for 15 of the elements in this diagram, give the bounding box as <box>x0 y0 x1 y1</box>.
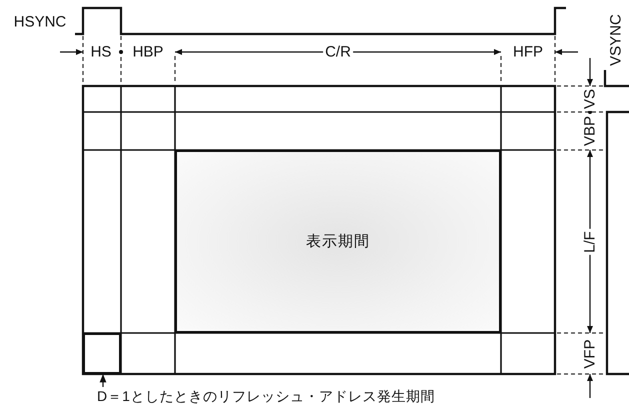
timing-label: HS <box>90 44 112 60</box>
timing-label: HBP <box>132 44 164 60</box>
note-text: D＝1としたときのリフレッシュ・アドレス発生期間 <box>97 388 435 406</box>
timing-label: VBP <box>582 114 598 148</box>
timing-label: HSYNC <box>12 14 68 30</box>
frame-cell <box>83 333 121 374</box>
timing-label: VFP <box>582 337 598 371</box>
area-label: 表示期間 <box>306 232 370 251</box>
display-area <box>175 150 501 333</box>
timing-label: L/F <box>582 229 598 255</box>
timing-label: C/R <box>323 44 353 60</box>
timing-label: VSYNC <box>608 13 624 68</box>
leader-line <box>100 374 106 387</box>
timing-label: HFP <box>512 44 544 60</box>
timing-label: VS <box>582 87 598 111</box>
